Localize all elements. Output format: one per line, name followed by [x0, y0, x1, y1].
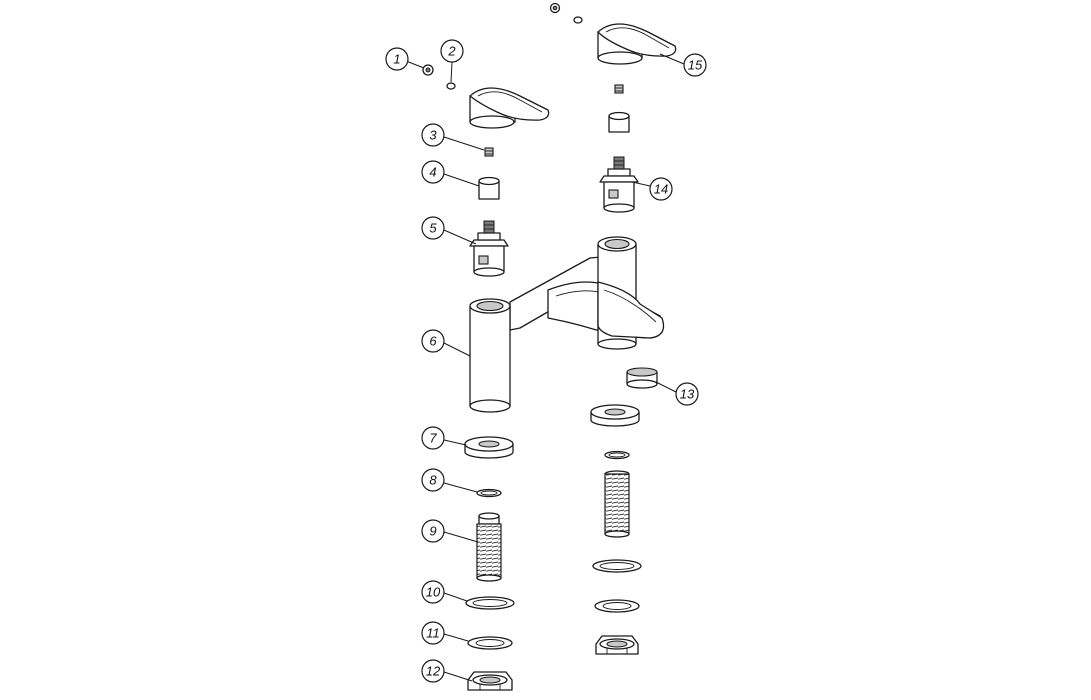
- callout-11: 11: [421, 621, 445, 645]
- callout-12: 12: [421, 659, 445, 683]
- part-washer-flat-right: [592, 559, 642, 573]
- part-grub-screw-left: [484, 147, 494, 157]
- callout-4: 4: [421, 160, 445, 184]
- part-adaptor-sleeve-left: [478, 176, 500, 200]
- callout-label: 5: [429, 221, 437, 236]
- callout-label: 8: [429, 473, 437, 488]
- part-aerator: [626, 367, 658, 389]
- callout-14: 14: [649, 177, 673, 201]
- part-adaptor-sleeve-right: [608, 111, 630, 133]
- part-cartridge-left: [469, 220, 509, 277]
- callout-label: 9: [429, 524, 436, 539]
- callout-label: 14: [654, 182, 668, 197]
- part-indicator-right: [573, 16, 583, 24]
- callout-9: 9: [421, 519, 445, 543]
- part-lever-handle-left: [469, 87, 550, 129]
- part-rubber-washer-right: [594, 599, 640, 613]
- part-threaded-shank-right: [604, 470, 630, 538]
- callout-5: 5: [421, 216, 445, 240]
- part-cartridge-right: [599, 156, 639, 213]
- part-back-nut-right: [595, 635, 639, 655]
- part-o-ring-left: [476, 488, 502, 498]
- part-cap-nut-right: [549, 2, 561, 14]
- part-lever-handle-right: [597, 23, 677, 65]
- callout-1: 1: [385, 47, 409, 71]
- callout-label: 11: [426, 626, 440, 641]
- part-rubber-washer-left: [467, 636, 513, 650]
- callout-7: 7: [421, 426, 445, 450]
- callout-label: 10: [426, 585, 441, 600]
- callout-label: 3: [429, 128, 437, 143]
- callout-label: 12: [426, 664, 441, 679]
- part-washer-large-left: [464, 436, 514, 459]
- leader-lines: [405, 53, 685, 682]
- callout-10: 10: [421, 580, 445, 604]
- callout-label: 4: [429, 165, 436, 180]
- part-grub-screw-right: [614, 84, 624, 94]
- part-o-ring-right: [604, 450, 630, 460]
- part-tap-body: [469, 236, 665, 413]
- callout-label: 1: [393, 52, 400, 67]
- callout-label: 15: [688, 58, 703, 73]
- callout-label: 2: [447, 44, 456, 59]
- part-back-nut-left: [467, 671, 513, 691]
- callout-label: 7: [429, 431, 437, 446]
- part-threaded-shank-left: [476, 512, 502, 582]
- callout-13: 13: [675, 382, 699, 406]
- callout-label: 13: [680, 387, 695, 402]
- part-indicator-left: [446, 82, 456, 90]
- part-washer-large-right: [590, 404, 640, 427]
- callout-2: 2: [440, 39, 464, 63]
- part-cap-nut-left: [422, 64, 434, 76]
- callout-3: 3: [421, 123, 445, 147]
- callout-6: 6: [421, 329, 445, 353]
- callout-15: 15: [683, 53, 707, 77]
- callout-8: 8: [421, 468, 445, 492]
- callout-label: 6: [429, 334, 437, 349]
- part-washer-flat-left: [465, 596, 515, 610]
